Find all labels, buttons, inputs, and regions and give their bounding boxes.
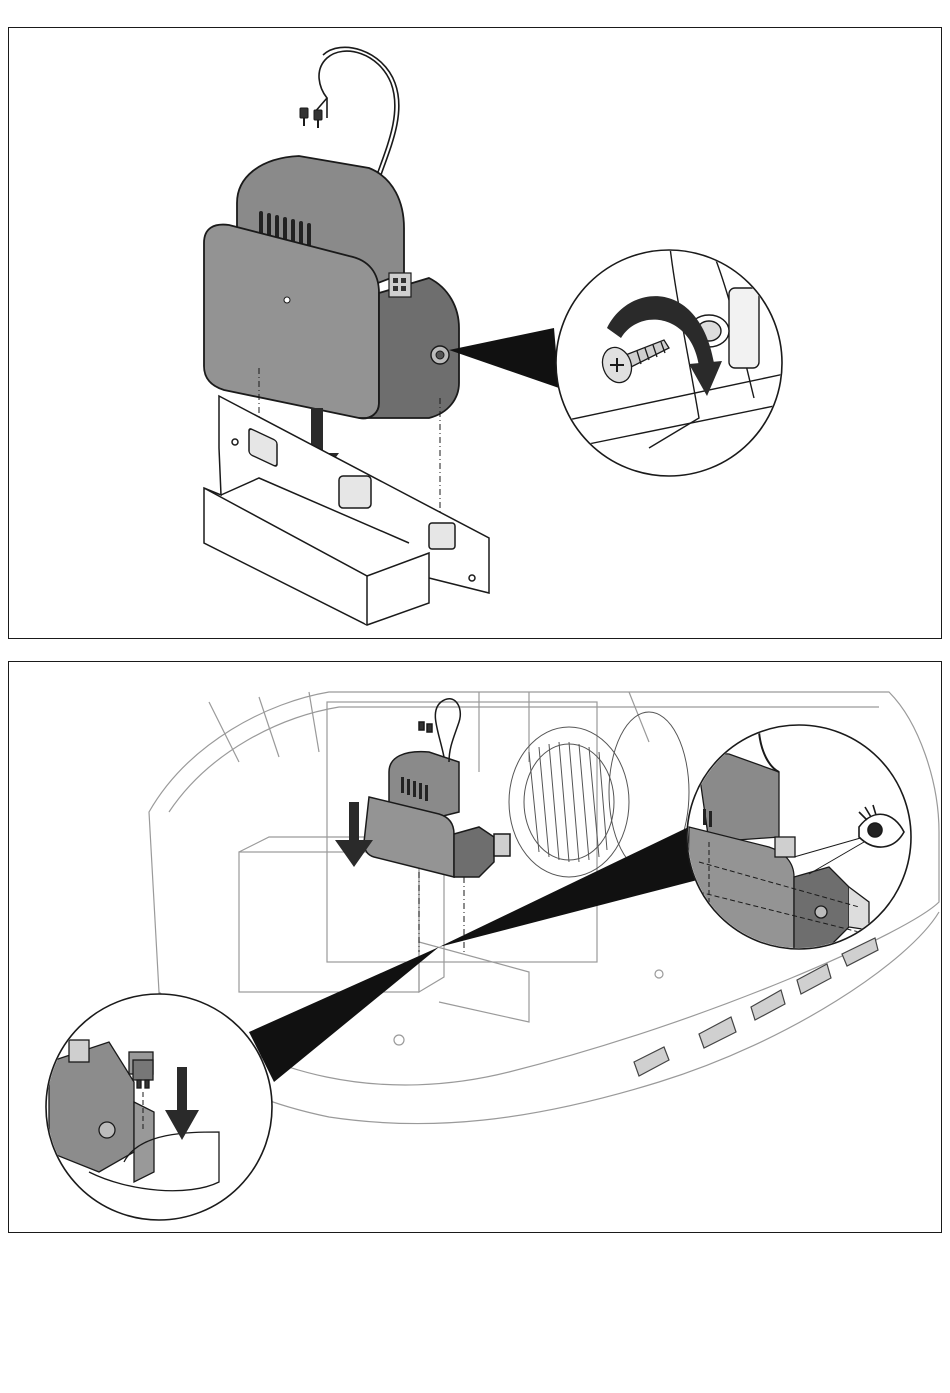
detail-magnifier-left — [46, 994, 272, 1220]
control-module — [364, 699, 510, 877]
step-1-illustration — [9, 28, 942, 639]
callout-pointer — [449, 328, 559, 388]
cable-terminal-pins — [300, 108, 322, 128]
control-module — [204, 156, 459, 418]
housing-side-vents — [634, 938, 878, 1076]
panel-step-1 — [8, 27, 942, 639]
step-2-illustration — [9, 662, 942, 1233]
page-margin-bottom — [0, 1233, 950, 1393]
panel-step-2 — [8, 661, 942, 1233]
mounting-bracket — [204, 396, 489, 625]
callout-pointer-left — [249, 947, 439, 1082]
detail-magnifier — [554, 238, 789, 476]
detail-magnifier-right — [687, 725, 911, 952]
